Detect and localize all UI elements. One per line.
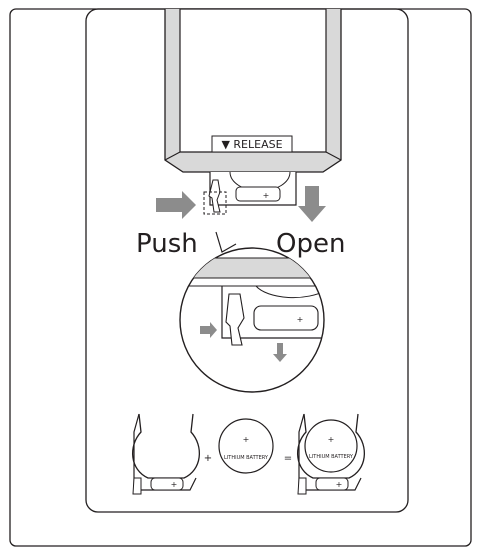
- arrow-right-icon: [156, 191, 196, 219]
- push-label: Push: [136, 229, 198, 259]
- magnified-detail: +: [179, 247, 325, 393]
- tray-battery-plus: +: [263, 191, 270, 200]
- remote-control: [164, 8, 342, 173]
- holder-loaded: + LITHIUM BATTERY +: [297, 413, 365, 495]
- latch-highlight: [203, 191, 227, 215]
- battery-text: LITHIUM BATTERY: [224, 455, 269, 461]
- equation-plus: +: [204, 453, 212, 464]
- holder-loaded-battery-text: LITHIUM BATTERY: [309, 454, 354, 460]
- magnified-battery-plus: +: [297, 315, 304, 324]
- equation-equals: =: [284, 453, 292, 464]
- holder-loaded-battery-plus: +: [328, 435, 335, 444]
- holder-empty-plus: +: [171, 480, 178, 489]
- holder-loaded-plus: +: [336, 480, 343, 489]
- holder-empty: +: [132, 413, 200, 495]
- release-label: ▼ RELEASE: [211, 135, 293, 153]
- magnified-open-arrow-icon: [273, 343, 287, 362]
- coin-battery: + LITHIUM BATTERY: [218, 418, 274, 474]
- magnified-push-arrow-icon: [200, 322, 217, 338]
- battery-plus: +: [243, 435, 250, 444]
- battery-tray-top: +: [203, 171, 297, 215]
- callout-pointer: [215, 231, 237, 253]
- arrow-down-icon: [298, 186, 326, 222]
- release-text: ▼ RELEASE: [221, 138, 282, 151]
- open-label: Open: [276, 229, 345, 259]
